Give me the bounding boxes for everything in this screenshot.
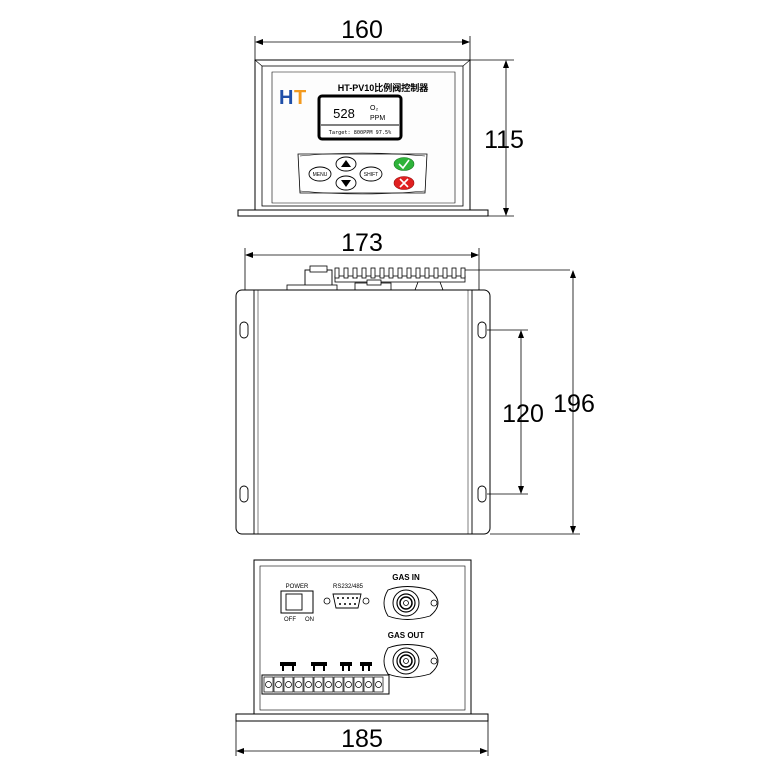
confirm-button[interactable] bbox=[393, 157, 415, 171]
dim-label-front-width: 160 bbox=[341, 16, 383, 44]
rear-base-flange bbox=[235, 713, 489, 722]
db9-pins-icon bbox=[337, 597, 358, 605]
dim-label-top-width: 173 bbox=[341, 229, 383, 257]
mount-slot-top-right bbox=[477, 321, 487, 339]
shift-button-label: SHIFT bbox=[364, 172, 378, 178]
up-arrow-icon bbox=[341, 160, 351, 167]
power-switch-top bbox=[414, 281, 444, 291]
rear-view: POWER OFF ON RS232/485 GAS IN GAS OUT bbox=[235, 559, 489, 756]
display-gas: O₂ bbox=[370, 105, 378, 112]
terminal-caps bbox=[280, 662, 372, 671]
mount-slot-bottom-right bbox=[477, 485, 487, 503]
front-view: 160 115 H T HT-PV10比例阀控制器 528 O₂ PPM Tar… bbox=[237, 16, 524, 217]
ht-logo-t: T bbox=[294, 87, 306, 109]
gas-in-label: GAS IN bbox=[392, 573, 420, 582]
dim-label-rear-width: 185 bbox=[341, 725, 383, 753]
model-title: HT-PV10比例阀控制器 bbox=[338, 82, 430, 93]
mount-slot-bottom-left bbox=[239, 485, 249, 503]
front-base-flange bbox=[237, 209, 489, 217]
gas-out-label: GAS OUT bbox=[388, 631, 425, 640]
power-off-label: OFF bbox=[284, 617, 296, 623]
menu-button[interactable] bbox=[308, 166, 332, 182]
top-view: 173 bbox=[235, 229, 595, 535]
gas-out-fitting bbox=[383, 644, 439, 678]
cross-icon bbox=[399, 178, 409, 188]
gas-in-fitting bbox=[383, 586, 439, 620]
top-enclosure bbox=[235, 289, 491, 535]
power-label: POWER bbox=[286, 584, 309, 590]
check-icon bbox=[398, 159, 410, 170]
terminal-block bbox=[261, 674, 390, 695]
db9-connector[interactable] bbox=[332, 593, 362, 609]
dim-label-mount-spacing: 120 bbox=[502, 400, 544, 428]
ht-logo: H bbox=[279, 87, 293, 109]
serial-label: RS232/485 bbox=[333, 584, 364, 590]
dim-label-top-depth: 196 bbox=[553, 390, 595, 418]
lcd-display bbox=[317, 94, 403, 141]
display-unit: PPM bbox=[370, 115, 385, 122]
down-arrow-icon bbox=[341, 180, 351, 187]
heat-sink bbox=[334, 267, 466, 283]
display-target: Target: 800PPM 97.5% bbox=[329, 130, 392, 136]
mount-slot-top-left bbox=[239, 321, 249, 339]
shift-button[interactable] bbox=[359, 166, 383, 182]
dim-label-front-height: 115 bbox=[484, 126, 524, 154]
power-on-label: ON bbox=[305, 617, 314, 623]
display-value: 528 bbox=[333, 106, 355, 121]
menu-button-label: MENU bbox=[313, 172, 328, 178]
